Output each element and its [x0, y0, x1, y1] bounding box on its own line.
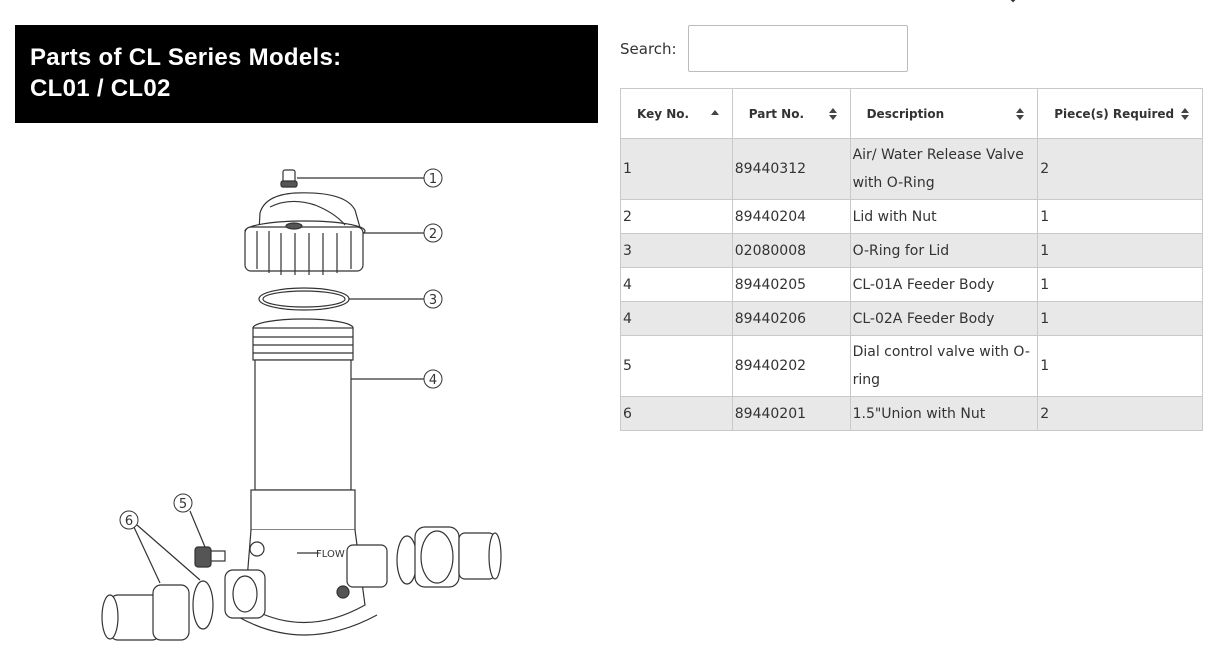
- cell-description: CL-02A Feeder Body: [849, 301, 1039, 336]
- cell-pieces-required: 2: [1037, 138, 1203, 200]
- column-header-pieces-required[interactable]: Piece(s) Required: [1037, 88, 1203, 139]
- callout-4: 4: [429, 373, 437, 388]
- column-header-description[interactable]: Description: [849, 88, 1039, 139]
- callout-3: 3: [429, 293, 437, 308]
- cell-part-no: 89440206: [731, 301, 851, 336]
- release-valve-drawing: [280, 169, 425, 188]
- table-row: 2 89440204 Lid with Nut 1: [620, 199, 1203, 234]
- cell-key-no: 6: [620, 396, 733, 431]
- cell-description: O-Ring for Lid: [849, 233, 1039, 268]
- column-header-part-no[interactable]: Part No.: [731, 88, 851, 139]
- union-left-drawing: [101, 524, 214, 641]
- table-row: 4 89440205 CL-01A Feeder Body 1: [620, 267, 1203, 302]
- page-title: Parts of CL Series Models: CL01 / CL02: [15, 25, 598, 123]
- cell-part-no: 89440312: [731, 138, 851, 200]
- cell-key-no: 2: [620, 199, 733, 234]
- table-row: 4 89440206 CL-02A Feeder Body 1: [620, 301, 1203, 336]
- cell-key-no: 5: [620, 335, 733, 397]
- callout-1: 1: [429, 172, 437, 187]
- sort-asc-icon: [710, 109, 719, 115]
- callout-6: 6: [125, 514, 133, 529]
- cell-description: CL-01A Feeder Body: [849, 267, 1039, 302]
- cell-pieces-required: 1: [1037, 199, 1203, 234]
- feeder-body-drawing: [224, 318, 425, 636]
- sort-both-icon: [828, 107, 837, 120]
- chevron-down-icon[interactable]: [1006, 0, 1020, 4]
- callout-2: 2: [429, 227, 437, 242]
- cell-pieces-required: 1: [1037, 233, 1203, 268]
- cell-part-no: 02080008: [731, 233, 851, 268]
- title-line-2: CL01 / CL02: [30, 75, 171, 102]
- cell-description: Lid with Nut: [849, 199, 1039, 234]
- cell-description: 1.5"Union with Nut: [849, 396, 1039, 431]
- cell-pieces-required: 2: [1037, 396, 1203, 431]
- sort-both-icon: [1016, 107, 1025, 120]
- sort-both-icon: [1181, 107, 1189, 120]
- callout-5: 5: [179, 497, 187, 512]
- cell-part-no: 89440205: [731, 267, 851, 302]
- search-input[interactable]: [687, 25, 908, 72]
- cell-key-no: 1: [620, 138, 733, 200]
- cell-key-no: 3: [620, 233, 733, 268]
- cell-pieces-required: 1: [1037, 301, 1203, 336]
- cell-pieces-required: 1: [1037, 335, 1203, 397]
- cell-part-no: 89440204: [731, 199, 851, 234]
- table-row: 5 89440202 Dial control valve with O-rin…: [620, 335, 1203, 397]
- cell-description: Air/ Water Release Valve with O-Ring: [849, 138, 1039, 200]
- cell-pieces-required: 1: [1037, 267, 1203, 302]
- flow-arrow: FLOW: [297, 549, 345, 560]
- table-row: 1 89440312 Air/ Water Release Valve with…: [620, 138, 1203, 200]
- table-row: 3 02080008 O-Ring for Lid 1: [620, 233, 1203, 268]
- title-line-1: Parts of CL Series Models:: [30, 44, 342, 71]
- cell-key-no: 4: [620, 267, 733, 302]
- search-bar: Search:: [620, 25, 1203, 72]
- cell-part-no: 89440201: [731, 396, 851, 431]
- o-ring-drawing: [258, 287, 425, 311]
- dial-valve-drawing: [189, 510, 226, 568]
- cell-description: Dial control valve with O-ring: [849, 335, 1039, 397]
- cell-key-no: 4: [620, 301, 733, 336]
- parts-table-panel: Search: Key No. Part No. Description: [620, 25, 1203, 431]
- parts-table: Key No. Part No. Description Piece(s) Re…: [620, 88, 1203, 431]
- column-header-key-no[interactable]: Key No.: [620, 88, 733, 139]
- exploded-parts-diagram: FLOW 1 2 3 4 5 6: [101, 168, 502, 641]
- lid-drawing: [244, 192, 425, 275]
- table-row: 6 89440201 1.5"Union with Nut 2: [620, 396, 1203, 431]
- union-right-drawing: [396, 526, 502, 588]
- parts-diagram-panel: Parts of CL Series Models: CL01 / CL02: [15, 25, 598, 663]
- flow-label: FLOW: [316, 549, 345, 560]
- search-label: Search:: [620, 39, 677, 58]
- cell-part-no: 89440202: [731, 335, 851, 397]
